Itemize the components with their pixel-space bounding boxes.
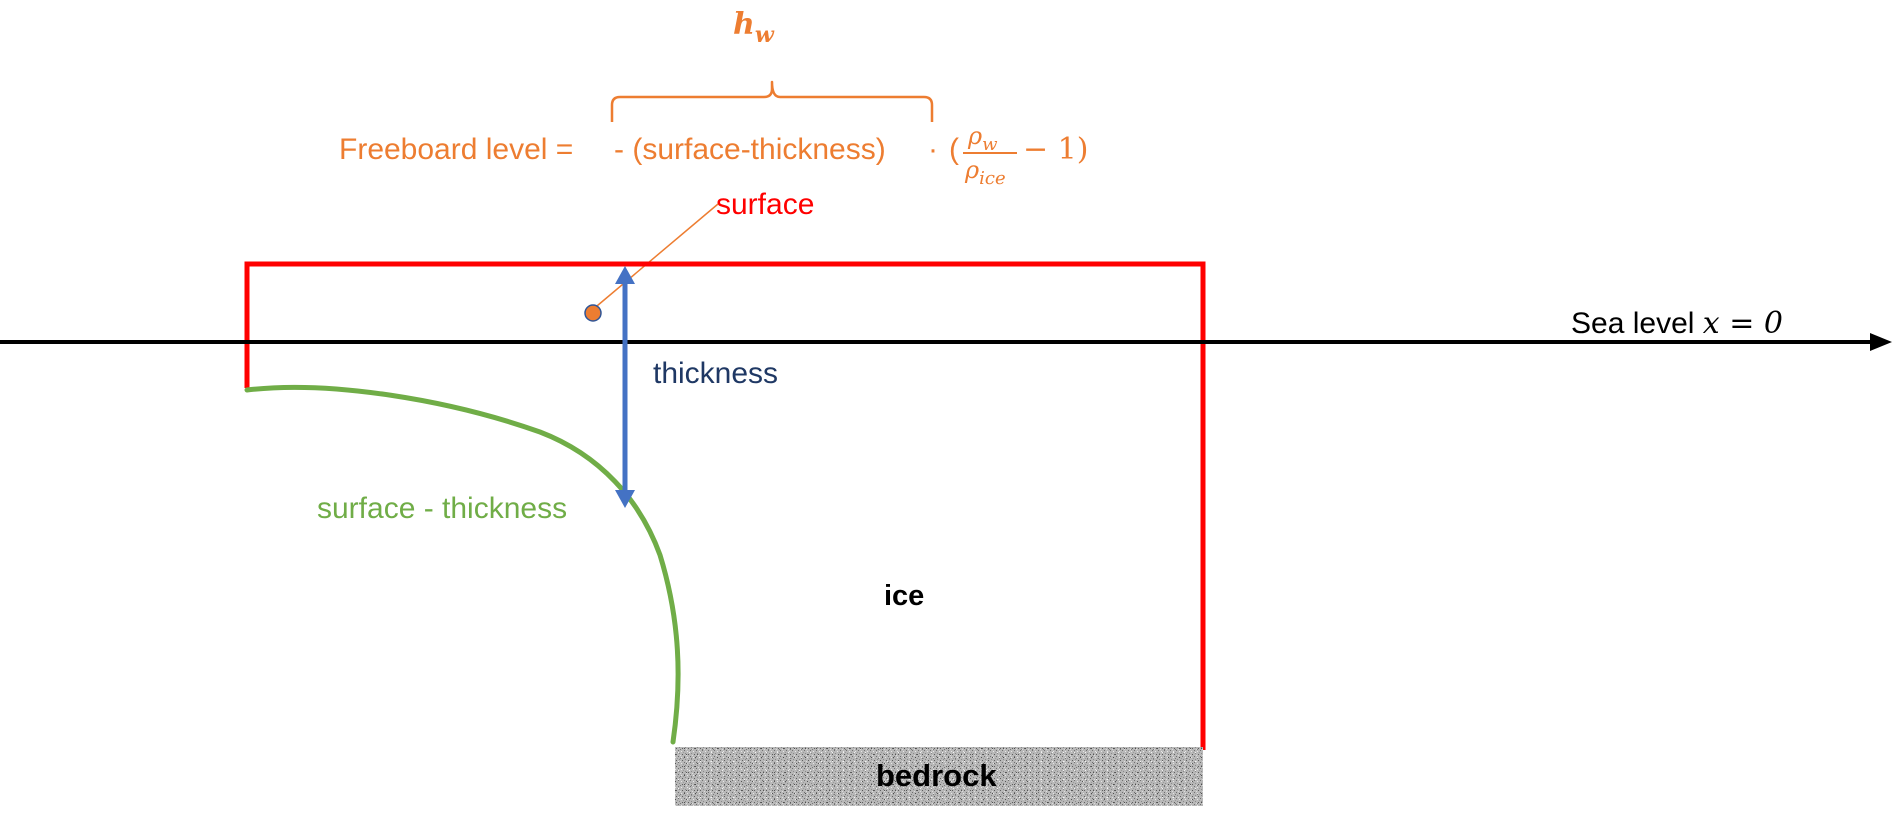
ice-outline xyxy=(244,261,1206,750)
double-arrow-vertical-icon xyxy=(615,266,635,284)
hw-symbol: hw xyxy=(733,7,775,48)
dot-icon xyxy=(584,304,602,322)
fraction-denominator: ρice xyxy=(964,156,1006,189)
hw-brace xyxy=(610,80,934,122)
formula-dot: · xyxy=(928,133,938,166)
arrow-right-icon xyxy=(1870,333,1892,351)
formula-prefix: Freeboard level = xyxy=(339,133,582,166)
double-arrow-vertical-icon-bottom xyxy=(615,490,635,508)
formula-term: - (surface-thickness) xyxy=(614,133,886,166)
fraction-numerator: ρw xyxy=(967,122,998,155)
surface-label: surface xyxy=(716,188,814,221)
formula-minus-one: − 1) xyxy=(1023,132,1088,167)
freeboard-formula: Freeboard level = - (surface-thickness) … xyxy=(339,133,959,166)
thickness-label: thickness xyxy=(653,357,778,390)
surface-minus-thickness-curve xyxy=(244,384,681,745)
formula-open-paren: ( xyxy=(949,133,959,166)
bedrock-label: bedrock xyxy=(876,758,997,793)
sea-level-label: Sea level x = 0 xyxy=(1571,306,1783,341)
ice-label: ice xyxy=(884,580,924,612)
surface-leader-line xyxy=(590,203,719,312)
surface-minus-thickness-label: surface - thickness xyxy=(317,492,567,525)
